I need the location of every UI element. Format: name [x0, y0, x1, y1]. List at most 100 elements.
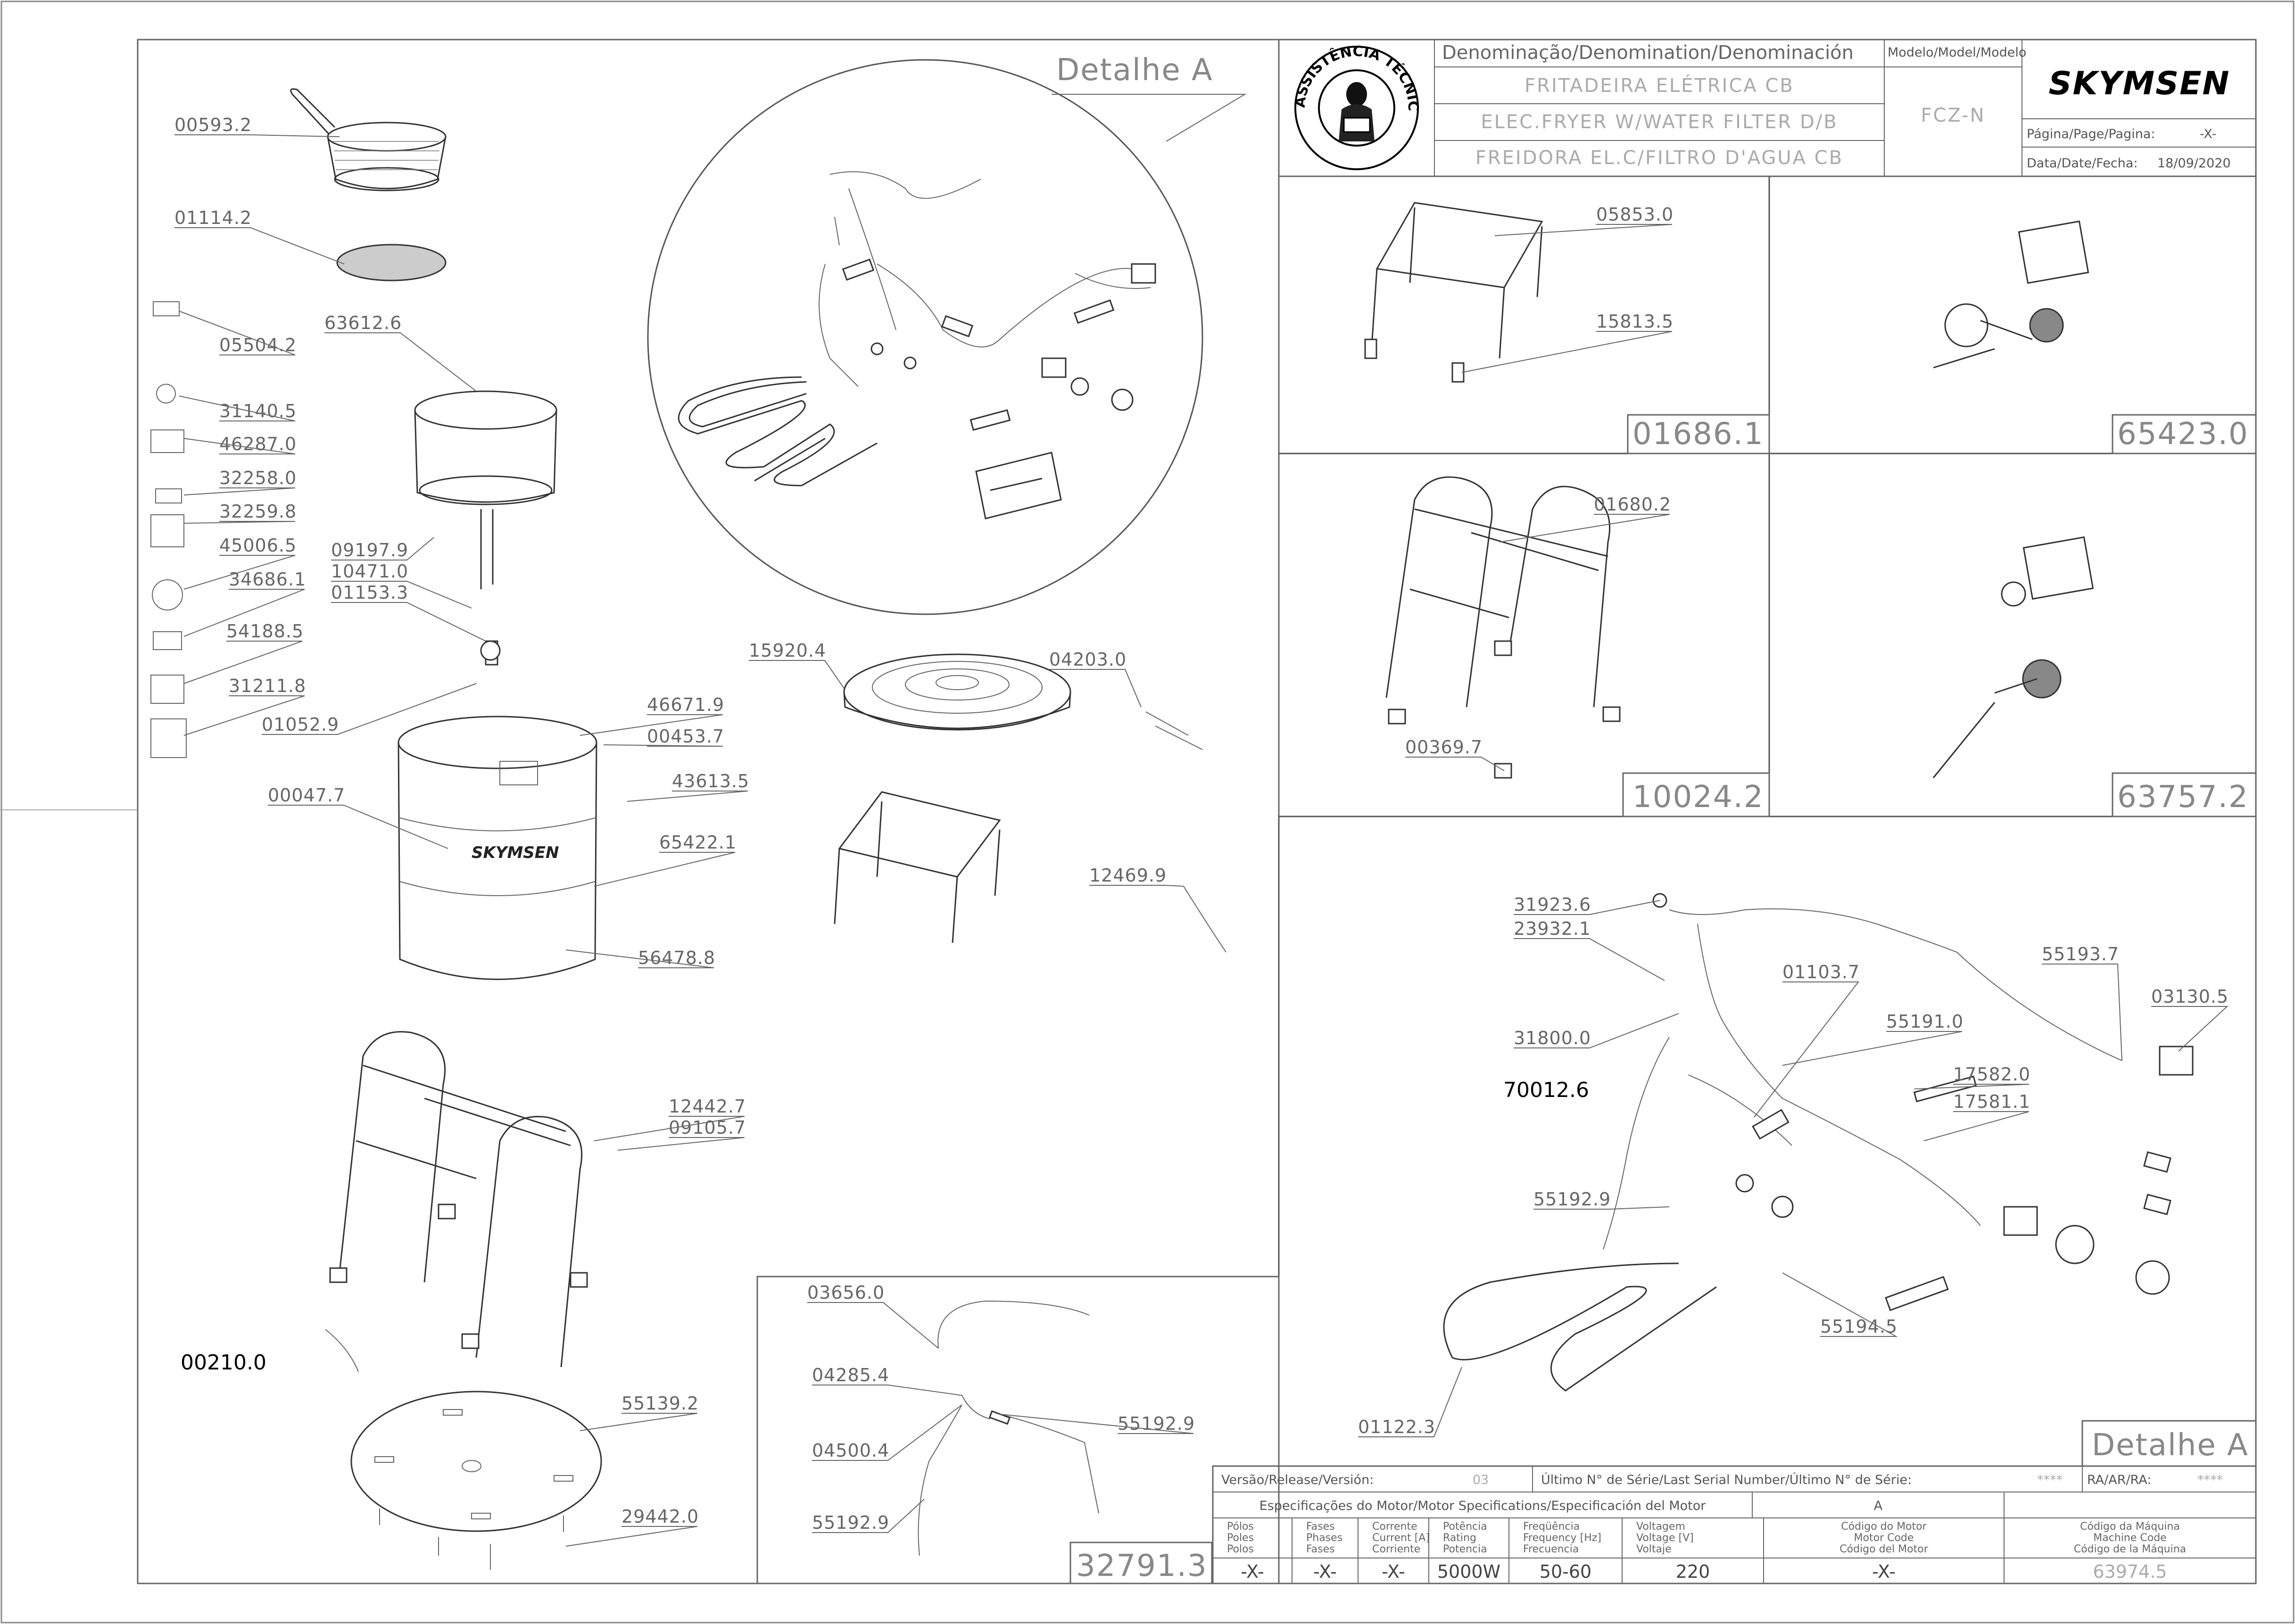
- leader-line: [268, 805, 448, 849]
- column-header: Machine Code: [2093, 1532, 2166, 1544]
- part-label: 56478.8: [638, 948, 715, 968]
- part-label: 03130.5: [2151, 986, 2229, 1007]
- part-label: 23932.1: [1514, 918, 1591, 939]
- leader-line: [2042, 964, 2122, 1061]
- leader-line: [603, 744, 723, 747]
- filter-screen: [336, 244, 447, 281]
- leader-line: [183, 438, 296, 454]
- column-header: Polos: [1227, 1543, 1254, 1555]
- right-panels-grid: [756, 175, 2257, 1584]
- column-header: Frecuencia: [1523, 1543, 1579, 1555]
- column-header: Voltaje: [1636, 1543, 1672, 1555]
- part-label: 01153.3: [331, 582, 408, 603]
- detail-a-title-top: Detalhe A: [1056, 53, 1213, 88]
- part-number-labels: 00593.201114.205504.263612.631140.546287…: [174, 115, 2229, 1547]
- part-label: 55193.7: [2042, 944, 2119, 965]
- part-label: 31923.6: [1514, 894, 1591, 915]
- leader-line: [2151, 1006, 2229, 1052]
- leader-line: [1494, 224, 1673, 236]
- leader-line: [1782, 1272, 1898, 1337]
- column-header: Corrente: [1372, 1521, 1417, 1533]
- part-label: 45006.5: [219, 535, 297, 556]
- column-header: Phases: [1306, 1532, 1342, 1544]
- name-pt: FRITADEIRA ELÉTRICA CB: [1524, 74, 1794, 97]
- part-label: 10471.0: [331, 561, 408, 582]
- leader-line: [183, 521, 296, 524]
- leader-line: [331, 537, 434, 561]
- part-label: 32259.8: [219, 501, 297, 522]
- leader-line: [174, 227, 345, 264]
- part-label: 01103.7: [1782, 962, 1860, 982]
- column-header: Voltagem: [1636, 1521, 1685, 1533]
- column-header: Freqüência: [1523, 1521, 1580, 1533]
- drawing-border: [137, 39, 2257, 1584]
- date-label: Data/Date/Fecha:: [2027, 156, 2138, 171]
- part-label: 00593.2: [174, 115, 252, 135]
- part-label: 01114.2: [174, 207, 252, 228]
- column-header: Pólos: [1227, 1521, 1254, 1533]
- column-header: Corriente: [1372, 1543, 1420, 1555]
- leader-line: [627, 791, 748, 802]
- column-value: 50-60: [1540, 1561, 1591, 1582]
- model-header: Modelo/Model/Modelo: [1888, 45, 2026, 60]
- leader-line: [580, 714, 723, 736]
- panel-code-cable-set: 32791.3: [1076, 1549, 1208, 1583]
- base-plate: [350, 1391, 602, 1570]
- detail-a-circle: Detalhe A: [647, 53, 1247, 615]
- frame-code: 00210.0: [181, 1351, 266, 1375]
- column-header: Código da Máquina: [2080, 1521, 2180, 1533]
- column-value: -X-: [1872, 1561, 1896, 1582]
- column-value: 5000W: [1437, 1561, 1500, 1582]
- leader-line: [1914, 1084, 2030, 1089]
- part-label: 17581.1: [1953, 1091, 2030, 1112]
- part-label: 00047.7: [268, 785, 345, 806]
- panel-code-thermostat-1: 65423.0: [2117, 417, 2249, 452]
- column-value: -X-: [1382, 1561, 1405, 1582]
- column-value: 63974.5: [2093, 1561, 2167, 1582]
- leader-line: [331, 581, 472, 609]
- part-label: 01122.3: [1358, 1417, 1435, 1437]
- drum-brand: SKYMSEN: [472, 843, 559, 862]
- leader-line: [1782, 1031, 1963, 1066]
- part-label: 55194.5: [1820, 1316, 1897, 1337]
- center-parts: [834, 653, 1226, 953]
- leader-line: [594, 1116, 745, 1141]
- release-label: Versão/Release/Versión:: [1221, 1473, 1374, 1487]
- part-label: 15813.5: [1596, 311, 1674, 332]
- leader-line: [999, 1414, 1194, 1434]
- page-value: -X-: [2200, 127, 2216, 141]
- leader-line: [179, 396, 296, 421]
- leader-line: [1499, 514, 1670, 543]
- column-value: -X-: [1241, 1561, 1264, 1582]
- motor-spec-label: Especificações do Motor/Motor Specificat…: [1259, 1499, 1707, 1513]
- leader-line: [1533, 1206, 1670, 1210]
- name-es: FREIDORA EL.C/FILTRO D'AGUA CB: [1475, 147, 1843, 169]
- leader-line: [331, 602, 486, 642]
- part-label: 04203.0: [1049, 649, 1127, 670]
- leader-line: [1089, 885, 1184, 887]
- part-label: 12442.7: [669, 1096, 746, 1117]
- part-label: 32258.0: [219, 468, 297, 488]
- part-label: 04285.4: [812, 1365, 889, 1385]
- leader-line: [1049, 669, 1142, 708]
- leader-line: [1514, 1013, 1679, 1048]
- ra-label: RA/AR/RA:: [2087, 1473, 2151, 1487]
- harness-code: 70012.6: [1503, 1078, 1589, 1102]
- part-label: 63612.6: [324, 313, 402, 333]
- leader-line: [183, 555, 296, 590]
- leader-line: [179, 311, 296, 355]
- leader-line: [617, 1137, 745, 1151]
- part-label: 55192.9: [812, 1512, 889, 1533]
- column-header: Current [A]: [1372, 1532, 1430, 1544]
- column-value: 220: [1676, 1561, 1710, 1582]
- leader-line: [812, 1385, 962, 1396]
- leader-line: [594, 852, 736, 887]
- date-value: 18/09/2020: [2157, 156, 2231, 171]
- leader-line: [262, 683, 477, 735]
- part-label: 15920.4: [749, 640, 826, 661]
- fryer-vessel: [414, 390, 557, 666]
- part-label: 65422.1: [659, 832, 737, 853]
- part-label: 17582.0: [1953, 1064, 2030, 1085]
- part-label: 55192.9: [1118, 1413, 1195, 1434]
- leader-line: [183, 695, 305, 736]
